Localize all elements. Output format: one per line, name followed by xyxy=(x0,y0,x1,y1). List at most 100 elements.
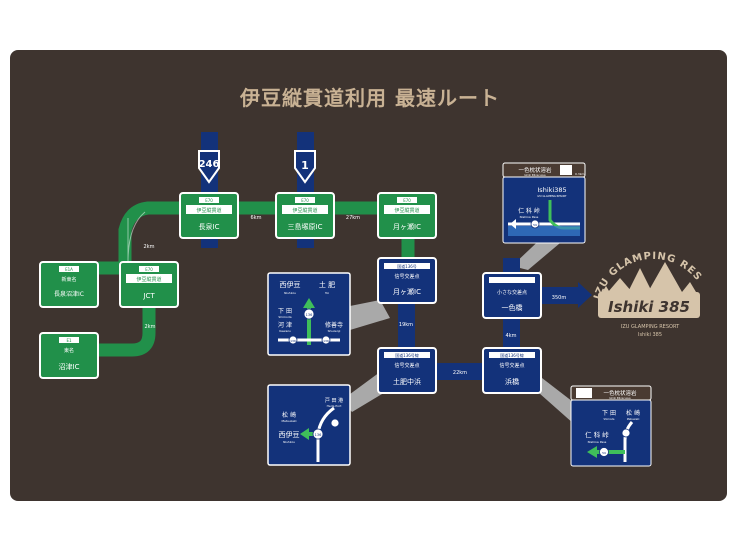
svg-text:伊豆縦貫道: 伊豆縦貫道 xyxy=(136,276,161,283)
svg-text:一色橋: 一色橋 xyxy=(502,303,523,312)
svg-text:土肥中浜: 土肥中浜 xyxy=(393,377,421,386)
node-hamahashi: 国道136号線 信号交差点 浜橋 xyxy=(482,347,542,394)
svg-text:E70: E70 xyxy=(301,198,309,203)
svg-text:Heda Port: Heda Port xyxy=(327,404,343,408)
svg-text:一色枕状溶岩: 一色枕状溶岩 xyxy=(603,389,637,397)
svg-text:西伊豆: 西伊豆 xyxy=(279,430,300,439)
node-tsukigase-ic: 国道136号 信号交差点 月ヶ瀬IC xyxy=(377,257,437,304)
svg-text:Ishiki385: Ishiki385 xyxy=(537,186,566,194)
svg-text:Ishiki Pillow Lava: Ishiki Pillow Lava xyxy=(609,396,631,400)
distance-label: 27km xyxy=(346,215,360,221)
svg-text:土 肥: 土 肥 xyxy=(319,280,335,289)
svg-text:修善寺: 修善寺 xyxy=(325,321,343,329)
svg-text:Shimoda: Shimoda xyxy=(278,315,291,319)
page-title: 伊豆縦貫道利用 最速ルート xyxy=(240,86,500,110)
svg-text:E70: E70 xyxy=(403,198,411,203)
arrow-right-icon xyxy=(578,282,592,308)
svg-text:E1: E1 xyxy=(66,338,72,343)
svg-text:136: 136 xyxy=(315,433,322,437)
svg-text:小さな交差点: 小さな交差点 xyxy=(497,289,527,296)
node-mishima-ic: E70 伊豆縦貫道 三島塚原IC xyxy=(275,192,335,239)
svg-text:Shimoda: Shimoda xyxy=(604,417,615,421)
svg-text:伊豆縦貫道: 伊豆縦貫道 xyxy=(394,207,419,214)
svg-text:Ishiki Pillow Lava: Ishiki Pillow Lava xyxy=(524,173,546,177)
logo-arc-text: IZU GLAMPING RESORT xyxy=(0,0,703,301)
svg-text:Toi: Toi xyxy=(324,291,329,295)
svg-text:伊豆縦貫道: 伊豆縦貫道 xyxy=(292,207,317,214)
svg-text:長泉IC: 長泉IC xyxy=(199,222,220,231)
sign-toi-direction: 戸 田 港 Heda Port 松 崎 Matsuzaki 西伊豆 Nishii… xyxy=(267,384,351,466)
svg-text:Kawazu: Kawazu xyxy=(279,329,291,333)
svg-text:松 崎: 松 崎 xyxy=(626,409,640,417)
svg-text:136: 136 xyxy=(323,339,329,343)
route-1-shield: 1 xyxy=(294,150,316,184)
svg-text:月ヶ瀬IC: 月ヶ瀬IC xyxy=(393,222,421,231)
distance-label: 6km xyxy=(251,215,262,221)
logo-name: Ishiki 385 xyxy=(608,298,690,316)
svg-text:Nishiizu: Nishiizu xyxy=(284,291,296,295)
svg-text:1: 1 xyxy=(301,159,309,172)
svg-text:国道136号線: 国道136号線 xyxy=(500,352,524,358)
svg-text:浜橋: 浜橋 xyxy=(505,377,519,386)
node-nagaizumi-numazu-ic: E1A 新東名 長泉沼津IC xyxy=(39,261,99,308)
expressway-line xyxy=(98,201,208,275)
svg-text:Matsuzaki: Matsuzaki xyxy=(627,417,640,421)
svg-text:E70: E70 xyxy=(145,267,153,272)
svg-text:東名: 東名 xyxy=(64,347,74,354)
svg-text:河 津: 河 津 xyxy=(278,321,292,329)
route-246-shield: 246 xyxy=(198,150,220,184)
svg-text:E1A: E1A xyxy=(65,267,73,272)
distance-label: 2km xyxy=(144,244,155,250)
node-numazu-ic: E1 東名 沼津IC xyxy=(39,332,99,379)
logo-line2: Ishiki 385 xyxy=(638,332,662,338)
distance-label: 4km xyxy=(506,333,517,339)
svg-text:信号交差点: 信号交差点 xyxy=(394,273,419,280)
svg-text:信号交差点: 信号交差点 xyxy=(394,362,419,369)
svg-text:長泉沼津IC: 長泉沼津IC xyxy=(54,290,84,298)
sign-tsukigase-direction: 西伊豆 土 肥 Nishiizu Toi 下 田 Shimoda 河 津 Kaw… xyxy=(267,272,351,356)
sign-hamahashi-direction: 一色枕状溶岩 Ishiki Pillow Lava 下 田 Shimoda 松 … xyxy=(570,385,652,467)
expressway-line xyxy=(98,300,156,357)
svg-text:仁 科 峠: 仁 科 峠 xyxy=(518,207,540,215)
svg-text:伊豆縦貫道: 伊豆縦貫道 xyxy=(196,207,221,214)
distance-label: 350m xyxy=(552,295,567,301)
svg-text:IZU GLAMPING RESORT: IZU GLAMPING RESORT xyxy=(0,0,703,301)
svg-text:仁 科 峠: 仁 科 峠 xyxy=(585,430,609,439)
svg-text:信号交差点: 信号交差点 xyxy=(499,362,524,369)
node-toi-nakahama: 国道136号線 信号交差点 土肥中浜 xyxy=(377,347,437,394)
svg-text:136: 136 xyxy=(306,313,313,317)
distance-label: 22km xyxy=(453,370,467,376)
svg-text:Matsuzaki: Matsuzaki xyxy=(281,419,296,423)
node-tsukigase-top-ic: E70 伊豆縦貫道 月ヶ瀬IC xyxy=(377,192,437,239)
svg-text:西伊豆: 西伊豆 xyxy=(280,280,301,289)
svg-text:Nishiizu: Nishiizu xyxy=(283,440,295,444)
distance-label: 2km xyxy=(145,324,156,330)
node-jct: E70 伊豆縦貫道 JCT xyxy=(119,261,179,308)
svg-text:59: 59 xyxy=(602,451,606,455)
svg-text:下 田: 下 田 xyxy=(278,308,292,315)
svg-text:沼津IC: 沼津IC xyxy=(59,362,80,371)
svg-text:Nishina Pass: Nishina Pass xyxy=(588,440,607,444)
svg-text:三島塚原IC: 三島塚原IC xyxy=(288,222,323,231)
svg-text:Nishina Pass: Nishina Pass xyxy=(520,215,539,219)
svg-text:一色枕状溶岩: 一色枕状溶岩 xyxy=(518,166,552,174)
svg-text:月ヶ瀬IC: 月ヶ瀬IC xyxy=(393,287,421,296)
svg-text:59: 59 xyxy=(533,223,537,227)
distance-label: 19km xyxy=(399,322,413,328)
node-nagaizumi-ic: E70 伊豆縦貫道 長泉IC xyxy=(179,192,239,239)
svg-text:下 田: 下 田 xyxy=(602,410,616,417)
ishiki-385-logo: IZU GLAMPING RESORT Ishiki 385 IZU GLAMP… xyxy=(0,0,703,338)
svg-text:Shuzenji: Shuzenji xyxy=(328,329,341,333)
svg-text:E70: E70 xyxy=(205,198,213,203)
svg-text:136: 136 xyxy=(290,339,296,343)
svg-text:JCT: JCT xyxy=(142,292,155,300)
node-ishiki-bridge: 小さな交差点 一色橋 xyxy=(482,272,542,319)
svg-text:新東名: 新東名 xyxy=(61,276,76,283)
svg-text:国道136号: 国道136号 xyxy=(397,263,417,269)
svg-text:戸 田 港: 戸 田 港 xyxy=(325,397,343,404)
logo-line1: IZU GLAMPING RESORT xyxy=(621,324,680,330)
svg-text:IZU GLAMPING RESORT: IZU GLAMPING RESORT xyxy=(537,194,567,198)
sign-ishiki-385: 一色枕状溶岩 Ishiki Pillow Lava 0.3km Ishiki38… xyxy=(502,162,586,244)
svg-text:松 崎: 松 崎 xyxy=(282,411,296,419)
